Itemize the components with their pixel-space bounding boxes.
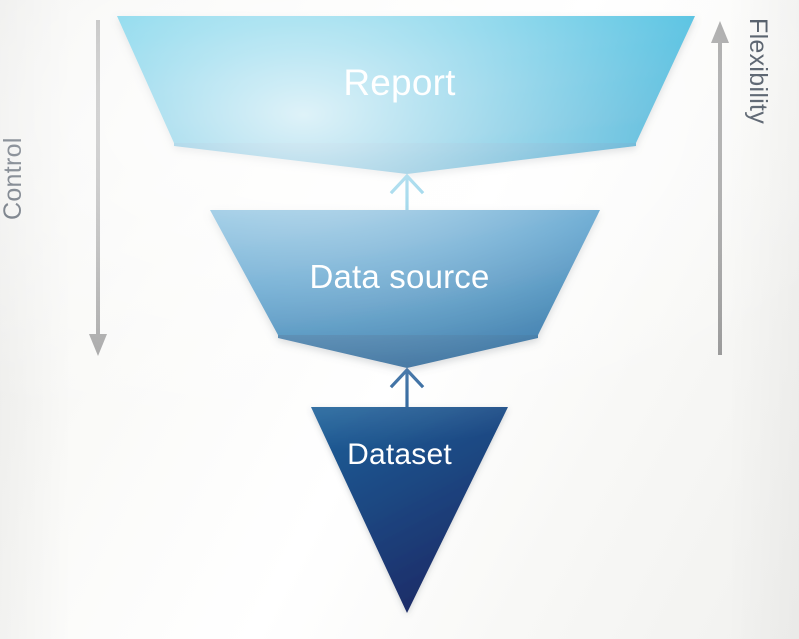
stage-label-report: Report <box>343 62 456 103</box>
report-trapezoid <box>117 16 695 143</box>
funnel-stage-report[interactable] <box>117 16 695 174</box>
axis-control-arrow <box>89 20 107 356</box>
connector-data-source-to-report <box>389 173 425 214</box>
funnel-stage-dataset[interactable] <box>311 407 508 613</box>
axis-label-control: Control <box>0 137 27 220</box>
connector-dataset-to-data-source <box>389 367 425 407</box>
funnel-stage-data-source[interactable] <box>210 210 600 368</box>
axis-flexibility-arrow <box>711 21 729 355</box>
report-notch <box>174 140 636 174</box>
data-source-notch <box>278 332 538 368</box>
data-source-notch-wedge <box>278 335 538 364</box>
stage-label-data-source: Data source <box>309 258 490 295</box>
dataset-triangle <box>311 407 508 613</box>
axis-label-flexibility: Flexibility <box>744 18 772 125</box>
data-source-trapezoid <box>210 210 600 335</box>
stage-label-dataset: Dataset <box>347 438 452 471</box>
report-notch-wedge <box>174 143 636 170</box>
